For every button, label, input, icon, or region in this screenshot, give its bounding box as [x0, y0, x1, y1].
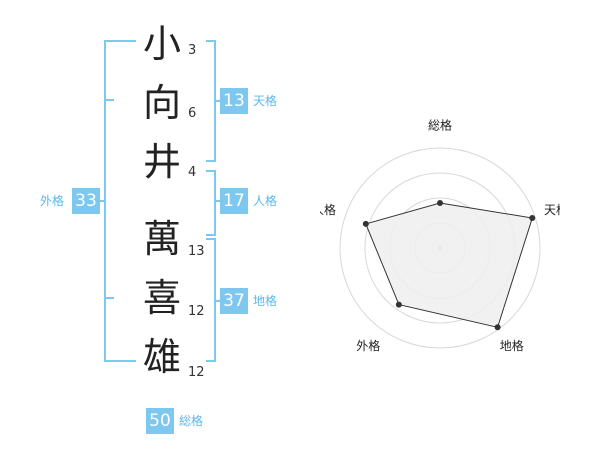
radar-axis-label: 人格 [320, 202, 336, 217]
radar-point [362, 220, 369, 227]
tenkaku-value: 13 [220, 88, 248, 114]
radar-point [494, 324, 501, 331]
stroke-count-4: 13 [188, 244, 205, 259]
bracket-connector [216, 300, 222, 302]
radar-chart: 総格天格地格 外格 人格 [320, 118, 560, 354]
jinkaku-value: 17 [220, 188, 248, 214]
chikaku-label: 地格 [253, 294, 278, 308]
radar-axis-label: 外格 [356, 338, 380, 353]
radar-axis-label: 天格 [544, 202, 560, 217]
soukaku-value: 50 [146, 408, 174, 434]
name-char-3: 井 [142, 140, 181, 184]
tenkaku-label: 天格 [253, 94, 278, 108]
radar-axis-label: 地格 [500, 338, 524, 353]
stroke-count-3: 4 [188, 165, 197, 180]
chikaku-value: 37 [220, 288, 248, 314]
radar-point [437, 200, 443, 206]
soukaku-label: 総格 [179, 414, 204, 428]
radar-labels: 総格天格地格 外格 人格 [320, 118, 560, 354]
radar-axis-label: 総格 [428, 118, 452, 133]
bracket-tick [104, 297, 114, 299]
gaikaku-value: 33 [72, 188, 100, 214]
radar-ring [339, 147, 541, 349]
name-char-1: 小 [142, 22, 181, 66]
radar-point [395, 301, 402, 308]
bracket-connector [216, 100, 222, 102]
stroke-count-1: 3 [188, 43, 197, 58]
bracket-tick [104, 99, 114, 101]
radar-point [529, 215, 536, 222]
name-char-5: 喜 [142, 276, 181, 320]
chikaku-bracket [206, 238, 216, 362]
gaikaku-bracket [104, 40, 136, 362]
name-char-6: 雄 [142, 335, 181, 379]
radar-area [365, 202, 533, 328]
jinkaku-bracket [206, 170, 216, 236]
radar-points [362, 200, 536, 331]
stroke-count-2: 6 [188, 106, 197, 121]
stroke-count-5: 12 [188, 304, 205, 319]
tenkaku-bracket [206, 40, 216, 162]
stroke-count-6: 12 [188, 365, 205, 380]
name-char-2: 向 [142, 81, 181, 125]
gaikaku-label: 外格 [40, 194, 65, 208]
bracket-connector [216, 200, 222, 202]
jinkaku-label: 人格 [253, 194, 278, 208]
bracket-connector [100, 200, 106, 202]
name-char-4: 萬 [142, 217, 181, 261]
